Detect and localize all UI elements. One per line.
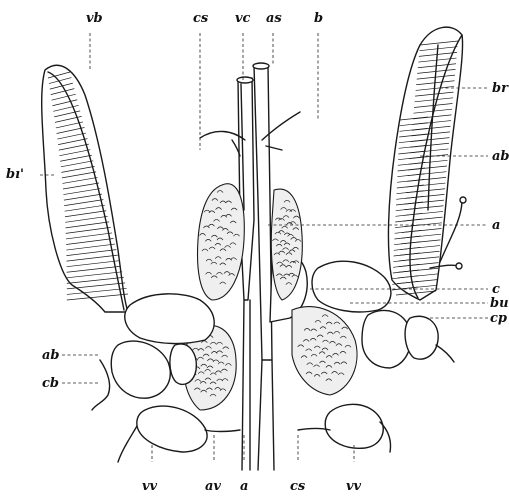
label-a-bottom: a xyxy=(240,479,248,494)
label-bu: bu xyxy=(490,296,509,311)
label-cp: cp xyxy=(490,311,507,326)
left-gill xyxy=(42,65,128,312)
label-br: br xyxy=(492,81,509,96)
label-a-right: a xyxy=(492,218,500,233)
label-vv-right: vv xyxy=(346,479,362,494)
label-av: av xyxy=(205,479,221,494)
label-ab-right: ab xyxy=(492,149,509,164)
label-cs-top: cs xyxy=(193,11,209,26)
label-b-top: b xyxy=(314,11,323,26)
label-vc-top: vc xyxy=(235,11,251,26)
right-gill xyxy=(388,27,462,300)
label-vb-top: vb xyxy=(86,11,103,26)
label-bi: bı' xyxy=(6,167,24,182)
label-c: c xyxy=(492,282,500,297)
label-ab-left: ab xyxy=(42,348,60,363)
label-cs-bottom: cs xyxy=(290,479,306,494)
label-vv-left: vv xyxy=(142,479,158,494)
label-cb: cb xyxy=(42,376,59,391)
label-as-top: as xyxy=(266,11,282,26)
